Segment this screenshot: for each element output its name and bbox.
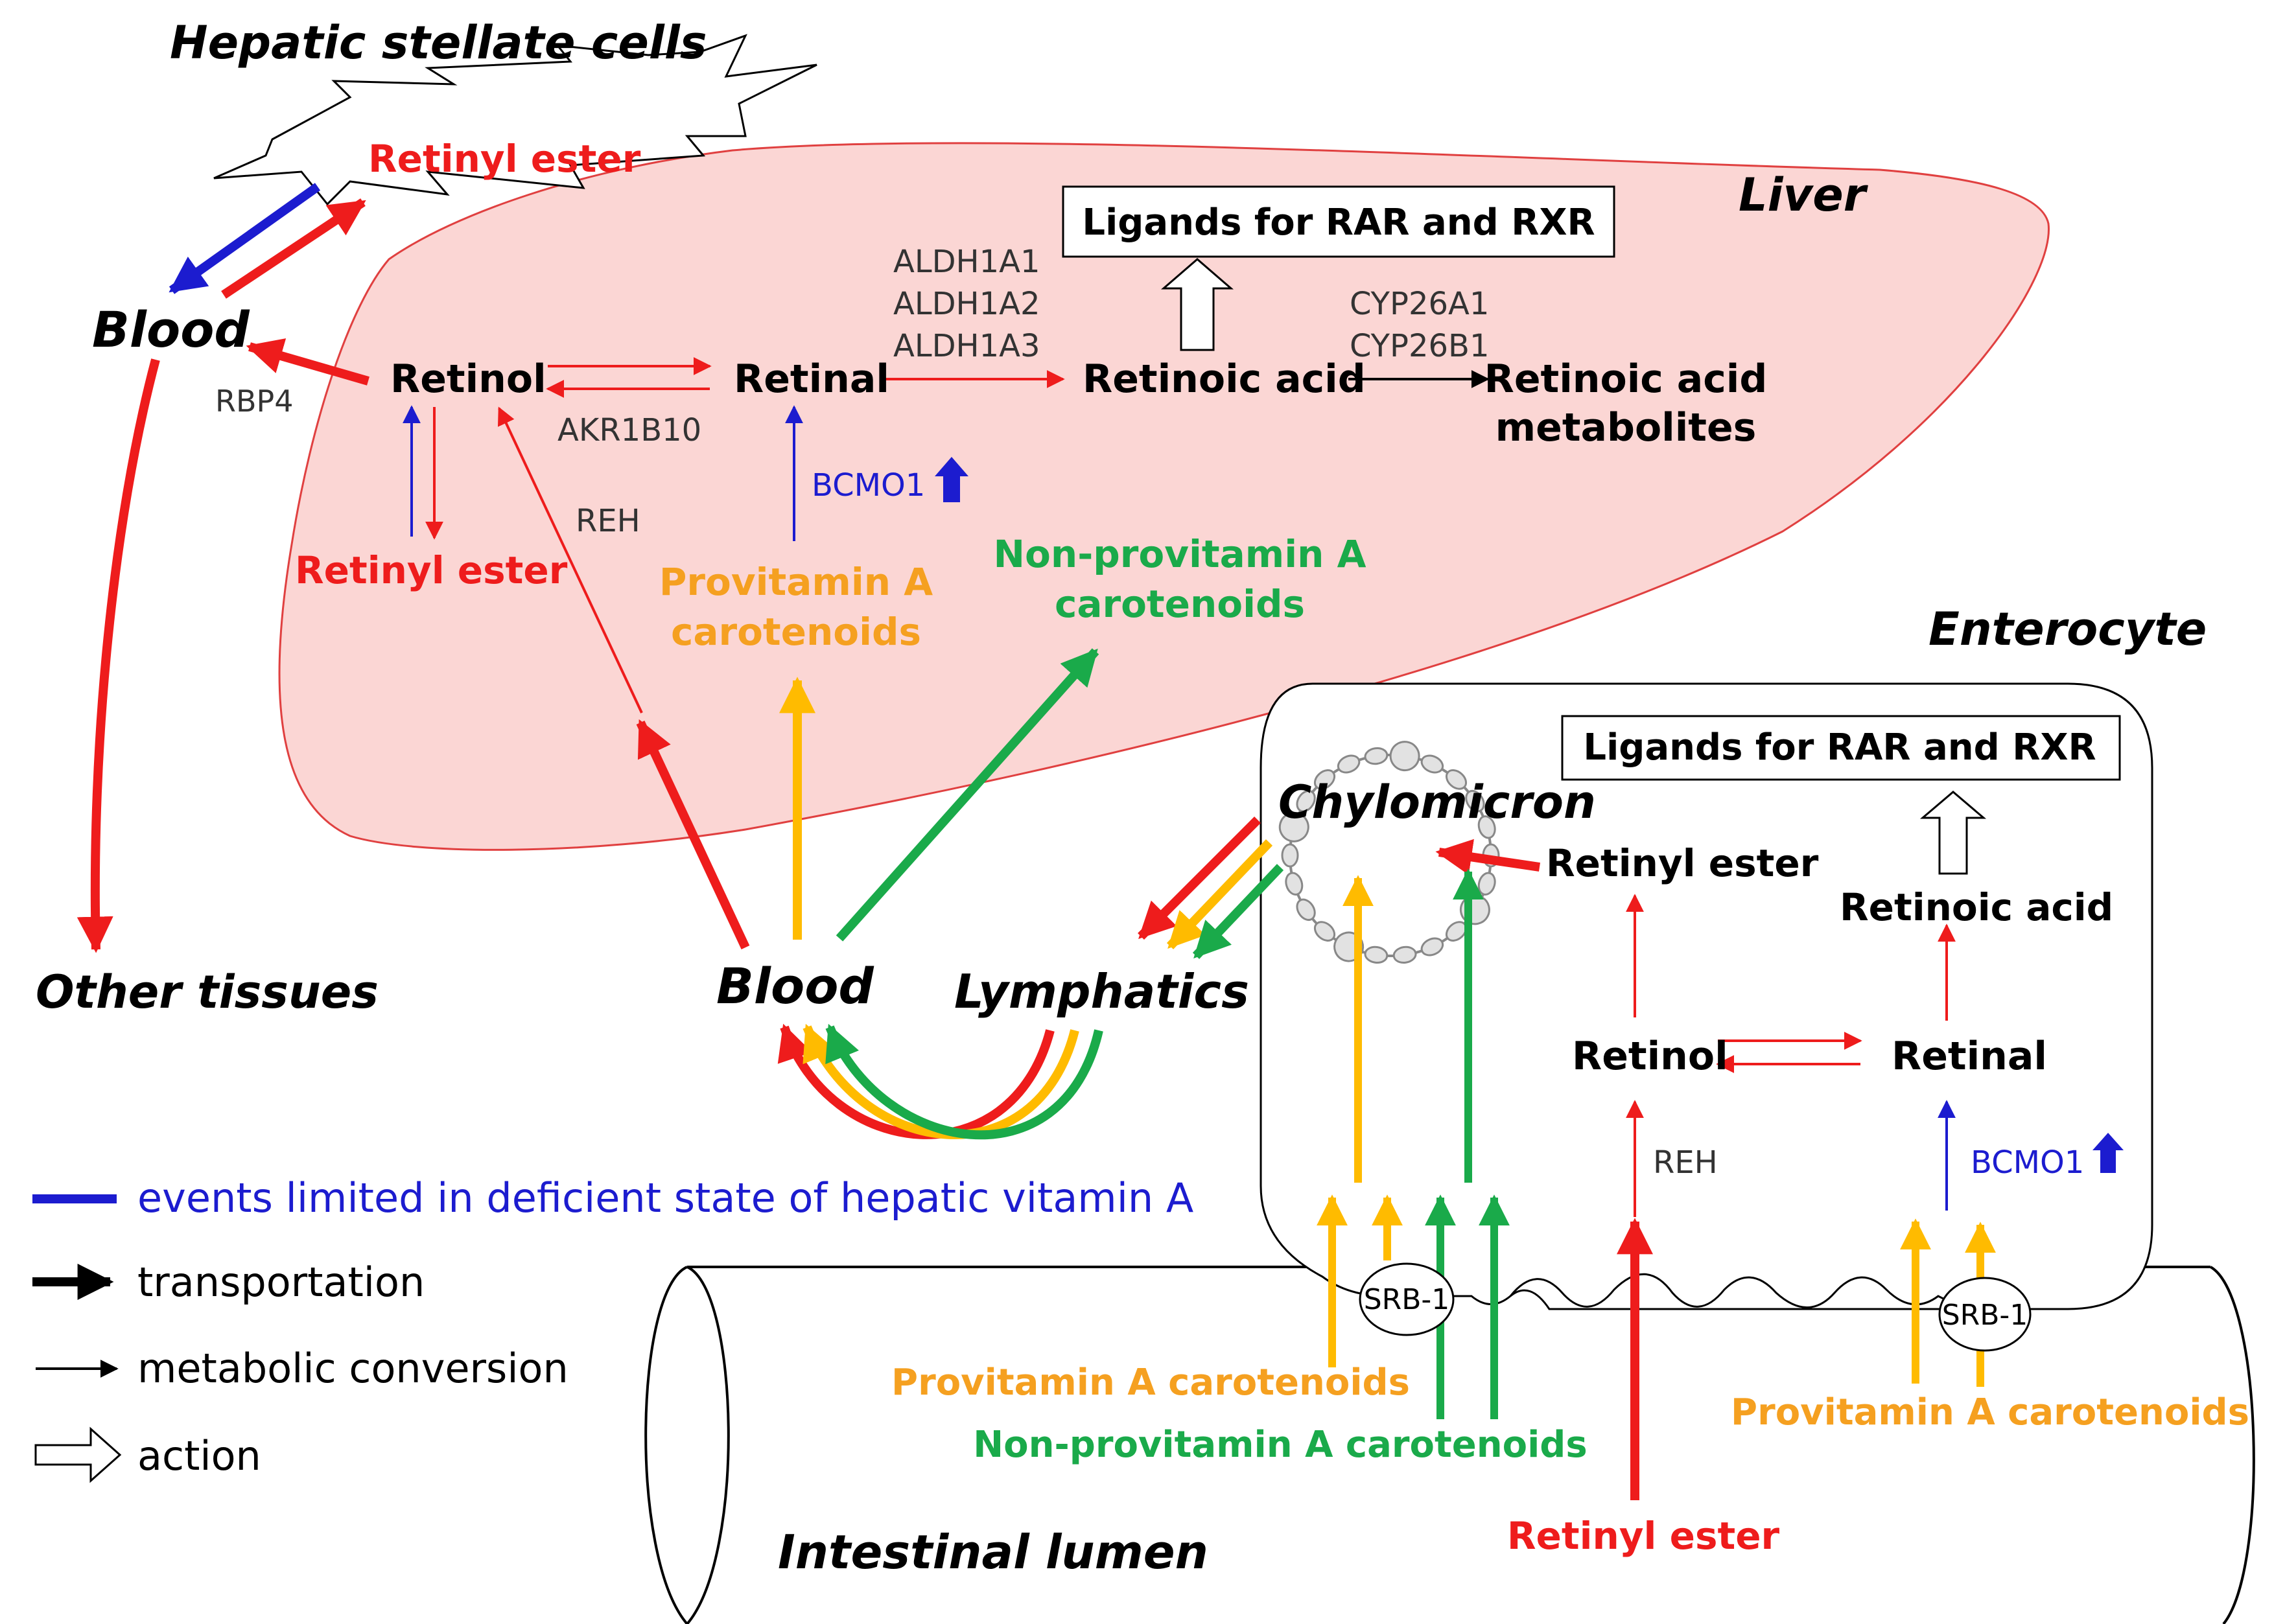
label-liver-ligands: Ligands for RAR and RXR: [1082, 202, 1595, 244]
label-lymphatics: Lymphatics: [954, 964, 1249, 1019]
label-reh-liver: REH: [576, 503, 640, 539]
chylomicron-bead: [1465, 789, 1485, 813]
enterocyte-ligand-box: [1561, 715, 2121, 781]
legend-action-arrow: [34, 1426, 122, 1483]
chylomicron-bead: [1389, 741, 1420, 772]
chylomicron-bead: [1420, 754, 1444, 774]
label-lumen-provitamin-left: Provitamin A carotenoids: [891, 1362, 1410, 1404]
label-srb1-right: SRB-1: [1942, 1299, 2028, 1332]
label-lumen-non-provitamin: Non-provitamin A carotenoids: [973, 1424, 1587, 1466]
label-aldh1a2: ALDH1A2: [893, 286, 1040, 322]
chylomicron-bead: [1278, 811, 1309, 842]
legend-symbols: [32, 1194, 122, 1483]
label-liver-retinoic-acid: Retinoic acid: [1083, 356, 1366, 402]
label-lumen-retinyl-ester: Retinyl ester: [1507, 1514, 1780, 1558]
chylomicron-bead: [1364, 747, 1389, 765]
chylomicron-bead: [1420, 937, 1444, 957]
label-blood-top: Blood: [92, 301, 250, 358]
legend-metabolic-text: metabolic conversion: [137, 1345, 568, 1392]
bcmo1-enterocyte-up-icon: [2092, 1133, 2124, 1173]
label-liver-ra-metabolites-2: metabolites: [1495, 405, 1757, 450]
chylomicron-bead: [1364, 945, 1389, 964]
label-liver-non-provitamin-2: carotenoids: [1055, 582, 1305, 626]
liver-ligand-box: [1062, 185, 1615, 258]
transport-arrows: [76, 183, 1996, 1500]
label-enterocyte-retinal: Retinal: [1892, 1034, 2047, 1079]
legend-deficient-text: events limited in deficient state of hep…: [137, 1174, 1193, 1222]
label-aldh1a1: ALDH1A1: [893, 244, 1040, 280]
label-enterocyte-ligands: Ligands for RAR and RXR: [1583, 726, 2096, 769]
srb1-receptor-right: [1938, 1277, 2032, 1352]
chylomicron-bead: [1445, 769, 1468, 790]
label-enterocyte-retinyl-ester: Retinyl ester: [1546, 841, 1819, 885]
label-aldh1a3: ALDH1A3: [893, 328, 1040, 364]
enterocyte-action-arrow: [1919, 791, 1987, 875]
legend-transportation-text: transportation: [137, 1259, 425, 1306]
chylomicron-bead: [1296, 789, 1316, 813]
chylomicron-bead: [1477, 815, 1496, 839]
label-chylomicron: Chylomicron: [1278, 776, 1596, 829]
label-liver-ra-metabolites-1: Retinoic acid: [1484, 356, 1768, 402]
chylomicron-bead: [1313, 921, 1336, 942]
liver-action-arrow: [1160, 258, 1234, 351]
liver-shape: [278, 142, 2050, 851]
label-rbp4: RBP4: [215, 384, 294, 419]
legend-action-text: action: [137, 1432, 261, 1479]
label-bcmo1-enterocyte: BCMO1: [1971, 1144, 2084, 1181]
label-bcmo1-liver: BCMO1: [812, 467, 925, 504]
label-cyp26b1: CYP26B1: [1350, 328, 1489, 364]
label-cyp26a1: CYP26A1: [1350, 286, 1489, 322]
label-liver: Liver: [1739, 168, 1869, 222]
bcmo1-liver-up-icon: [935, 457, 968, 502]
label-blood-mid: Blood: [716, 957, 874, 1015]
chylomicron-bead: [1296, 898, 1316, 922]
label-lumen-provitamin-right: Provitamin A carotenoids: [1731, 1391, 2249, 1433]
label-akr1b10: AKR1B10: [557, 412, 701, 448]
label-liver-non-provitamin-1: Non-provitamin A: [994, 532, 1366, 576]
label-intestinal-lumen: Intestinal lumen: [778, 1525, 1208, 1579]
label-srb1-left: SRB-1: [1364, 1283, 1450, 1316]
label-enterocyte-retinoic-acid: Retinoic acid: [1840, 885, 2113, 929]
brush-border: [1509, 1273, 1965, 1310]
metabolic-arrows: [403, 357, 1956, 1217]
label-liver-retinol: Retinol: [390, 356, 546, 402]
chylomicron-bead: [1285, 872, 1304, 896]
label-enterocyte-retinol: Retinol: [1572, 1034, 1728, 1079]
label-hsc-retinyl-ester: Retinyl ester: [368, 137, 641, 181]
label-liver-provitamin-2: carotenoids: [671, 610, 921, 654]
chylomicron-bead: [1392, 945, 1417, 964]
label-hepatic-stellate-cells: Hepatic stellate cells: [170, 16, 707, 69]
label-liver-retinyl-ester: Retinyl ester: [295, 548, 568, 592]
label-reh-enterocyte: REH: [1653, 1144, 1718, 1181]
chylomicron-bead: [1337, 754, 1361, 774]
chylomicron-bead: [1313, 769, 1336, 790]
srb1-receptor-left: [1359, 1262, 1455, 1336]
chylomicron-bead: [1281, 843, 1299, 868]
label-liver-provitamin-1: Provitamin A: [659, 560, 933, 604]
label-liver-retinal: Retinal: [734, 356, 889, 402]
label-other-tissues: Other tissues: [36, 966, 379, 1019]
label-enterocyte: Enterocyte: [1928, 603, 2207, 656]
